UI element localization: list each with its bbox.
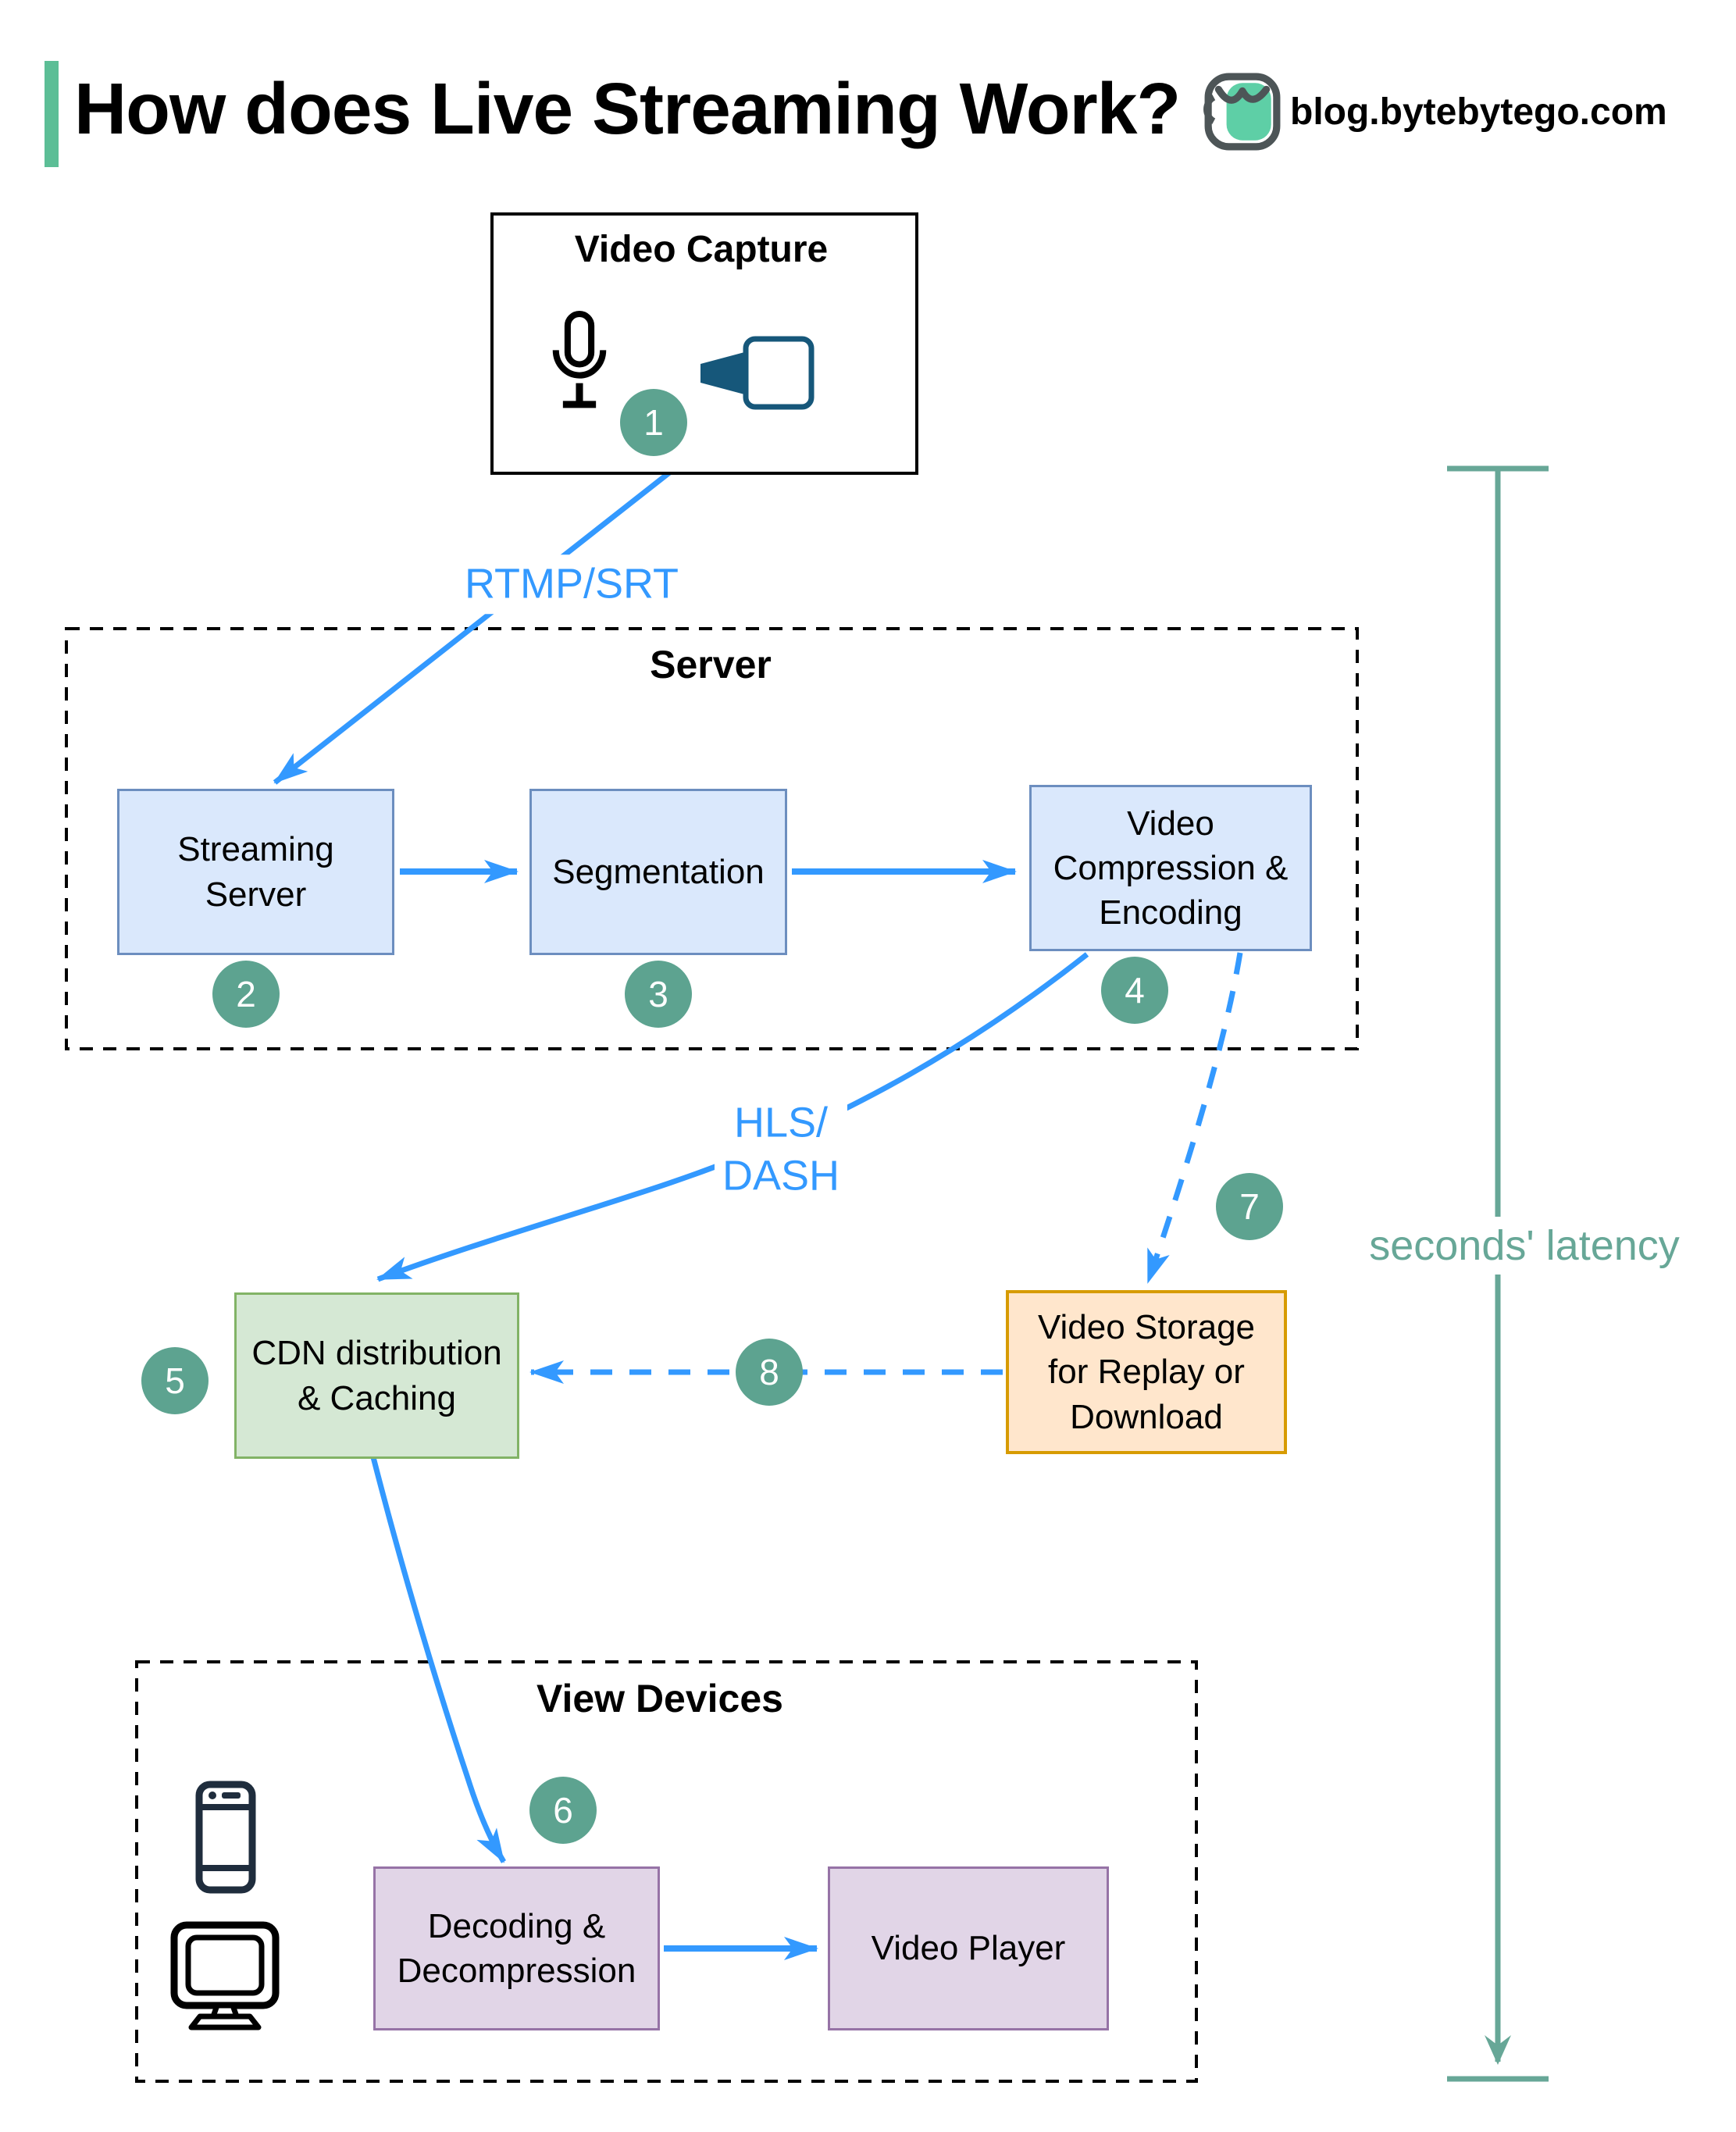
view-devices-title: View Devices (536, 1677, 783, 1720)
video-capture-box (490, 212, 918, 475)
streaming-server-box: Streaming Server (117, 789, 394, 955)
view-devices-container (135, 1660, 1198, 2083)
step-badge-8: 8 (736, 1339, 803, 1406)
hls-dash-label: HLS/ DASH (714, 1093, 848, 1206)
video-storage-box: Video Storage for Replay or Download (1006, 1290, 1287, 1454)
segmentation-box: Segmentation (529, 789, 787, 955)
server-container (65, 627, 1359, 1050)
step-badge-6: 6 (529, 1777, 597, 1844)
microphone-icon (552, 311, 607, 408)
step-badge-1: 1 (620, 389, 687, 456)
seconds-latency-label: seconds' latency (1360, 1217, 1689, 1275)
step-badge-4: 4 (1101, 957, 1168, 1024)
monitor-icon (170, 1921, 280, 2030)
server-title: Server (650, 643, 772, 686)
video-player-box: Video Player (828, 1866, 1109, 2030)
brand-url: blog.bytebytego.com (1290, 91, 1667, 133)
step-badge-7: 7 (1216, 1173, 1283, 1240)
title-accent-bar (45, 61, 59, 167)
video-camera-icon (700, 336, 815, 410)
video-compression-box: Video Compression & Encoding (1029, 785, 1312, 951)
arrow-cdn-to-decoding (370, 1456, 506, 1863)
rtmp-srt-label: RTMP/SRT (456, 554, 687, 614)
decoding-box: Decoding & Decompression (373, 1866, 660, 2030)
cdn-box: CDN distribution & Caching (234, 1292, 519, 1459)
arrow-capture-to-streaming (273, 469, 674, 785)
step-badge-3: 3 (625, 961, 692, 1028)
arrow-compression-to-storage (1145, 952, 1243, 1284)
bytebytego-logo-icon (1203, 73, 1281, 151)
page-title: How does Live Streaming Work? (74, 68, 1181, 149)
brand: blog.bytebytego.com (1203, 72, 1667, 152)
video-capture-title: Video Capture (574, 229, 829, 270)
step-badge-2: 2 (212, 961, 280, 1028)
smartphone-icon (195, 1781, 256, 1894)
step-badge-5: 5 (141, 1347, 209, 1414)
